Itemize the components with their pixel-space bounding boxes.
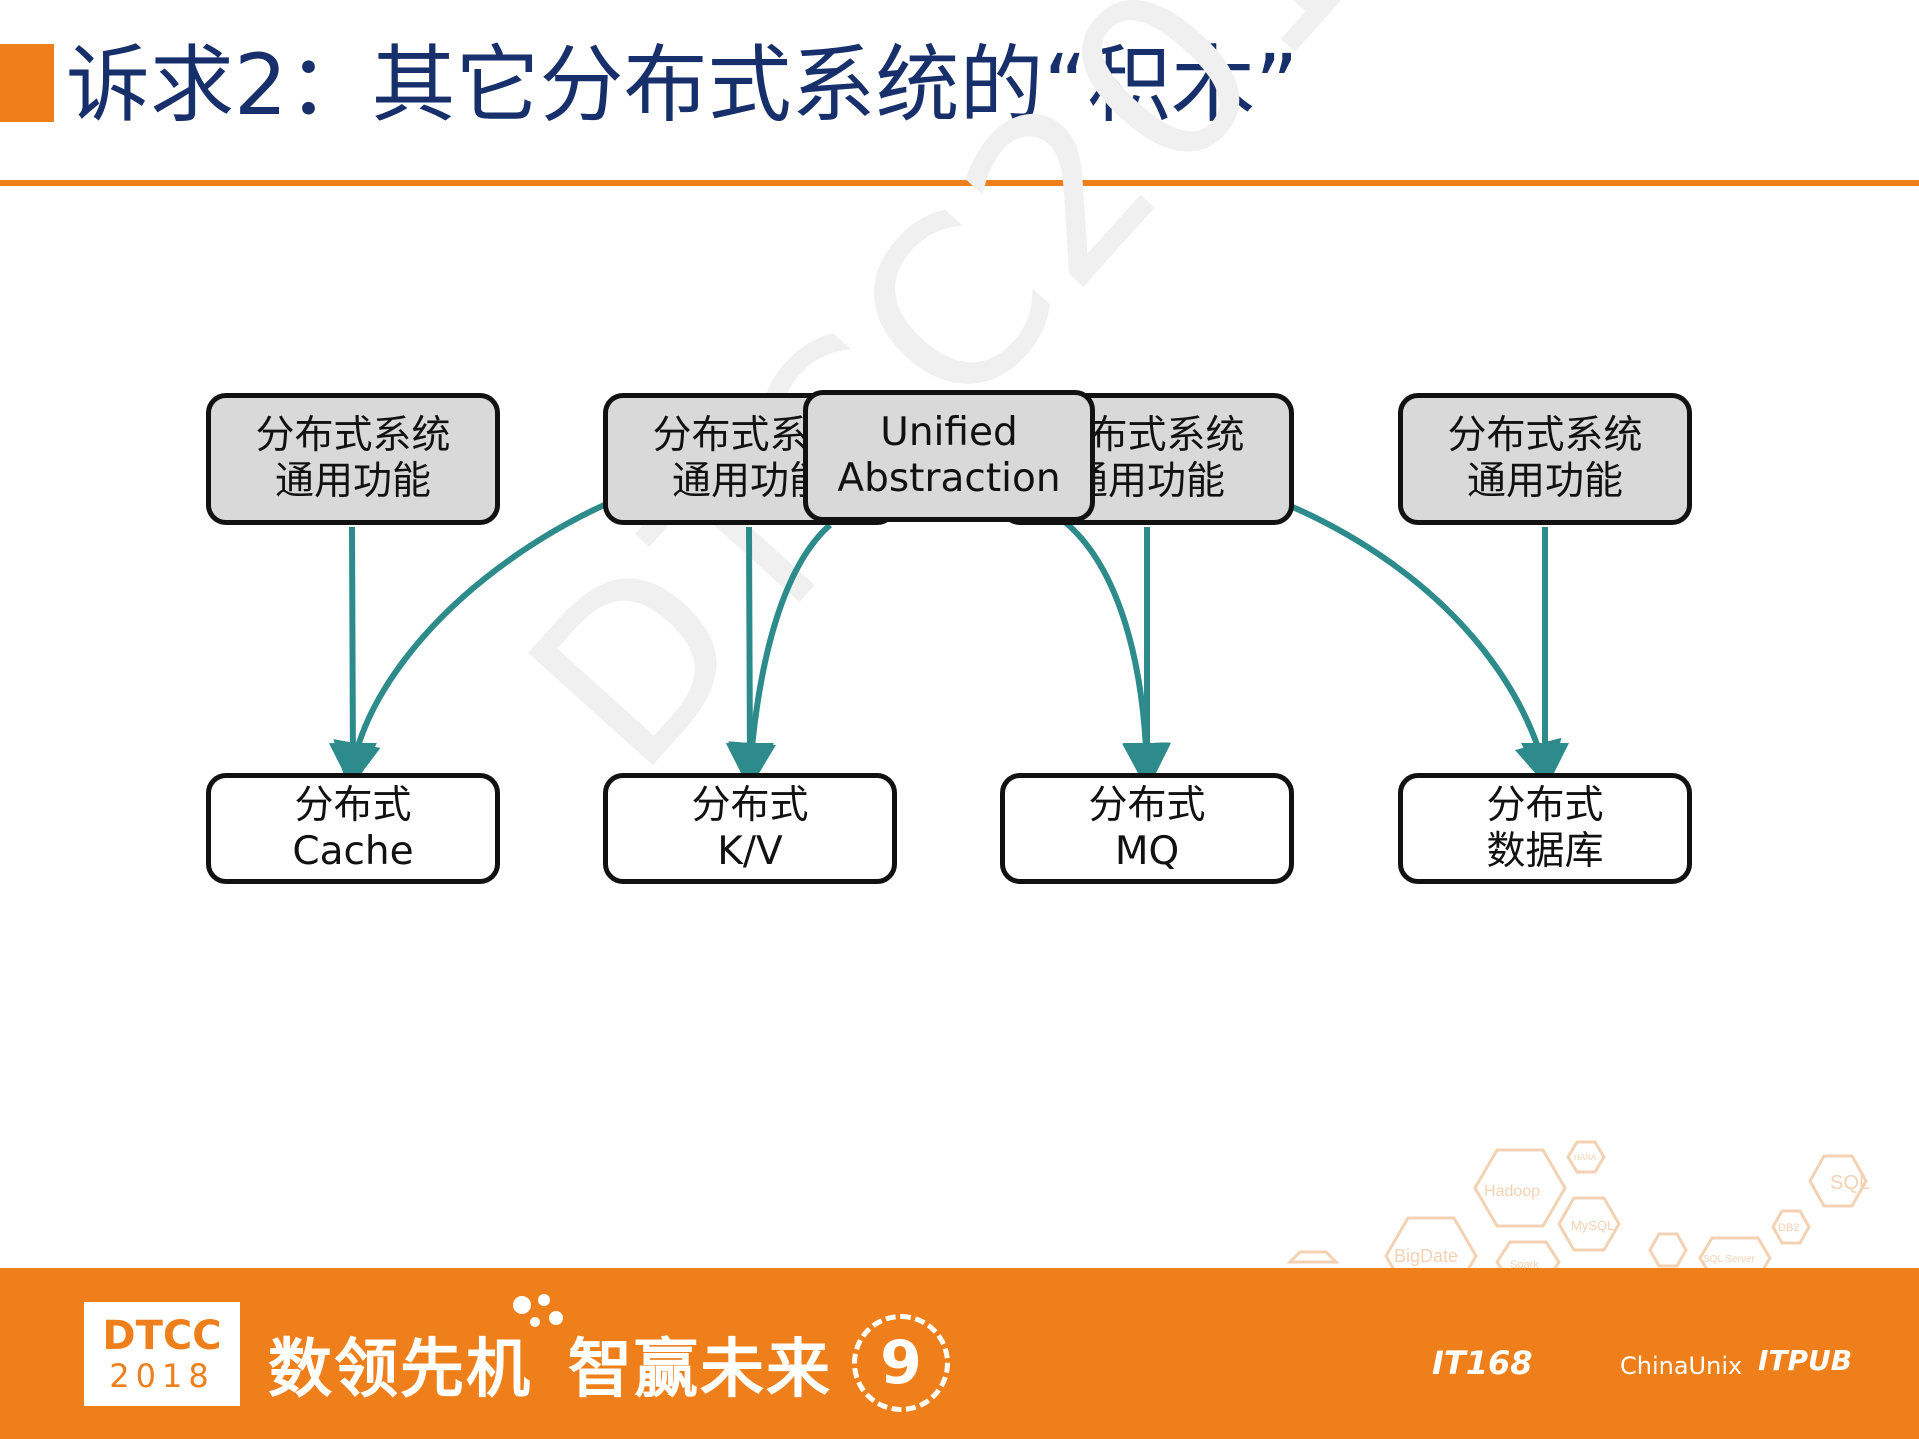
target-line1: 分布式: [294, 782, 412, 828]
common-function-line2: 通用功能: [274, 459, 431, 504]
target-line2: K/V: [717, 828, 783, 874]
common-function-line1: 分布式系统: [255, 413, 451, 458]
title-divider: [0, 180, 1919, 186]
target-line1: 分布式: [691, 782, 809, 828]
target-box-cache: 分布式 Cache: [206, 773, 500, 884]
arrow-unified-to-kv: [728, 522, 832, 791]
unified-abstraction-box: Unified Abstraction: [803, 390, 1095, 522]
unified-abstraction-line2: Abstraction: [837, 456, 1061, 501]
arrow-common-to-cache: [328, 526, 377, 791]
slogan-part-2: 智赢未来: [568, 1333, 832, 1407]
common-function-box-4: 分布式系统 通用功能: [1398, 393, 1692, 525]
target-line1: 分布式: [1088, 782, 1206, 828]
common-function-box-1: 分布式系统 通用功能: [206, 393, 500, 525]
page-title: 诉求2：其它分布式系统的“积木”: [66, 36, 1299, 134]
sponsor-it168: IT168: [1432, 1344, 1533, 1382]
common-function-line2: 通用功能: [671, 459, 828, 504]
title-accent-bar: [0, 44, 54, 122]
target-line1: 分布式: [1486, 782, 1604, 828]
dtcc-logo: DTCC 2018: [84, 1302, 240, 1406]
common-function-line2: 通用功能: [1466, 459, 1623, 504]
sponsor-chinaunix: ChinaUnix: [1620, 1352, 1743, 1380]
arrow-common-to-kv: [725, 526, 774, 791]
common-function-line1: 分布式系统: [1447, 413, 1643, 458]
slogan-part-1: 数领先机: [268, 1333, 532, 1407]
target-box-database: 分布式 数据库: [1398, 773, 1692, 884]
target-box-kv: 分布式 K/V: [603, 773, 897, 884]
footer-slogan: 数领先机智赢未来: [268, 1318, 832, 1410]
sponsor-itpub: ITPUB: [1758, 1344, 1853, 1377]
logo-text-bottom: 2018: [109, 1357, 215, 1395]
target-box-mq: 分布式 MQ: [1000, 773, 1294, 884]
edition-badge: 9: [852, 1314, 950, 1412]
target-line2: Cache: [292, 828, 414, 874]
target-line2: MQ: [1114, 828, 1180, 874]
target-line2: 数据库: [1486, 828, 1604, 874]
unified-abstraction-line1: Unified: [880, 410, 1018, 455]
logo-text-top: DTCC: [102, 1313, 222, 1359]
footer-band: [0, 1268, 1919, 1439]
arrow-unified-to-mq: [1063, 519, 1171, 791]
